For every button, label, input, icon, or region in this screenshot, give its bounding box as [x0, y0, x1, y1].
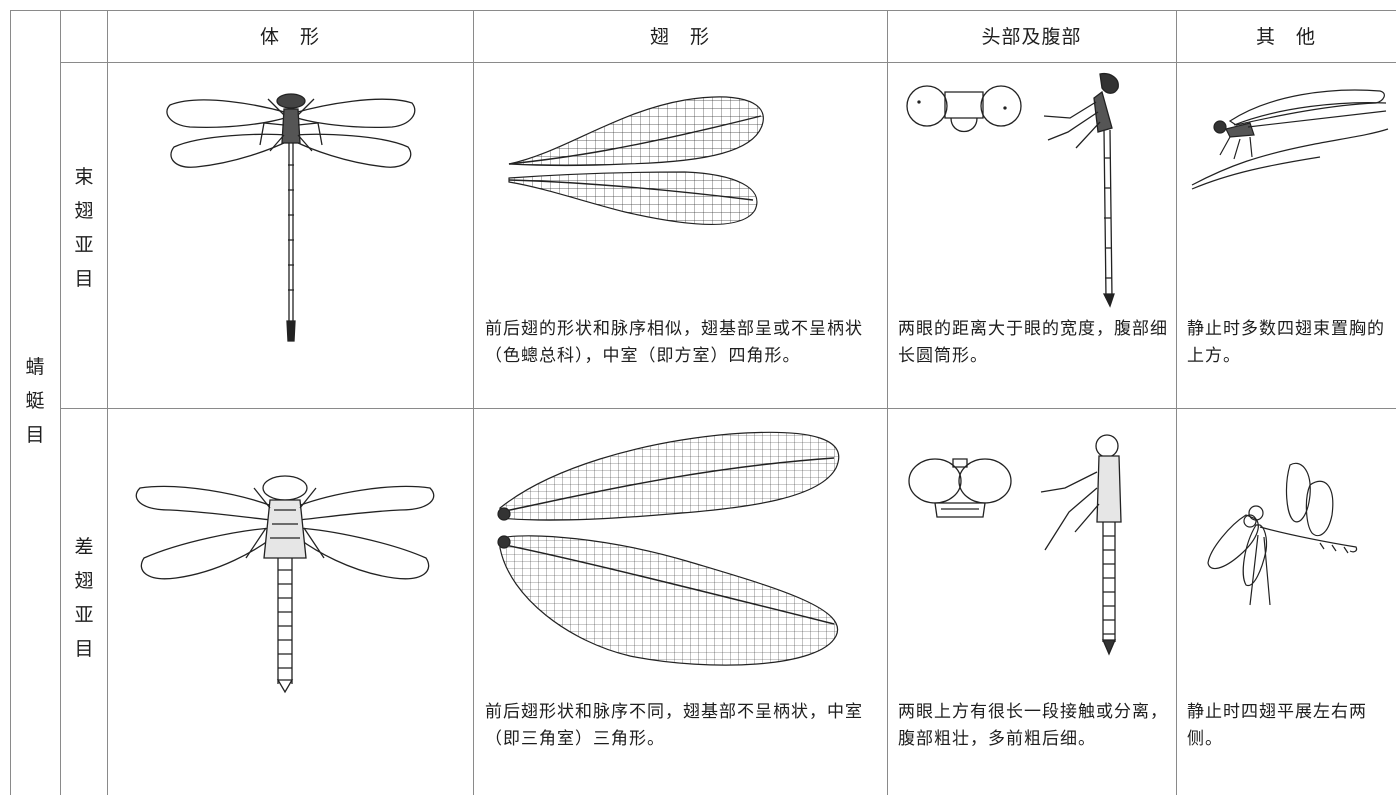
row1-wing-description: 前后翅的形状和脉序相似，翅基部呈或不呈柄状（色蟌总科），中室（即方室）四角形。 — [485, 319, 863, 366]
row2-wing-description: 前后翅形状和脉序不同，翅基部不呈柄状，中室（即三角室）三角形。 — [485, 702, 863, 749]
dragonfly-wings-illustration — [490, 428, 870, 678]
col-divider-order — [60, 10, 61, 795]
damselfly-wings-illustration — [505, 92, 770, 232]
col-divider-body — [473, 10, 474, 795]
damselfly-resting-illustration — [1190, 85, 1390, 190]
dragonfly-resting-illustration — [1200, 455, 1365, 610]
row2-other-description: 静止时四翅平展左右两侧。 — [1187, 702, 1367, 749]
order-label: 蜻蜓目 — [25, 356, 45, 446]
row-divider — [60, 408, 1396, 409]
col-divider-wing — [887, 10, 888, 795]
table-left-border — [10, 10, 11, 795]
damselfly-head-illustration — [905, 78, 1025, 143]
suborder-label-anisoptera: 差翅亚目 — [74, 536, 94, 660]
dragonfly-side-illustration — [1035, 432, 1145, 662]
suborder-label-zygoptera: 束翅亚目 — [74, 166, 94, 290]
header-other: 其 他 — [1255, 26, 1316, 48]
damselfly-body-illustration — [160, 85, 422, 345]
row1-head-description: 两眼的距离大于眼的宽度，腹部细长圆筒形。 — [898, 319, 1168, 366]
damselfly-side-illustration — [1040, 68, 1140, 308]
table-top-border — [10, 10, 1396, 11]
row1-other-description: 静止时多数四翅束置胸的上方。 — [1187, 319, 1385, 366]
header-bottom-border — [60, 62, 1396, 63]
dragonfly-body-illustration — [130, 458, 440, 698]
col-divider-suborder — [107, 10, 108, 795]
header-head-abdomen: 头部及腹部 — [981, 26, 1082, 48]
col-divider-head — [1176, 10, 1177, 795]
header-wing-shape: 翅 形 — [649, 26, 710, 48]
row2-head-description: 两眼上方有很长一段接触或分离，腹部粗壮，多前粗后细。 — [898, 702, 1168, 749]
header-body-shape: 体 形 — [259, 26, 320, 48]
dragonfly-head-illustration — [905, 455, 1015, 525]
